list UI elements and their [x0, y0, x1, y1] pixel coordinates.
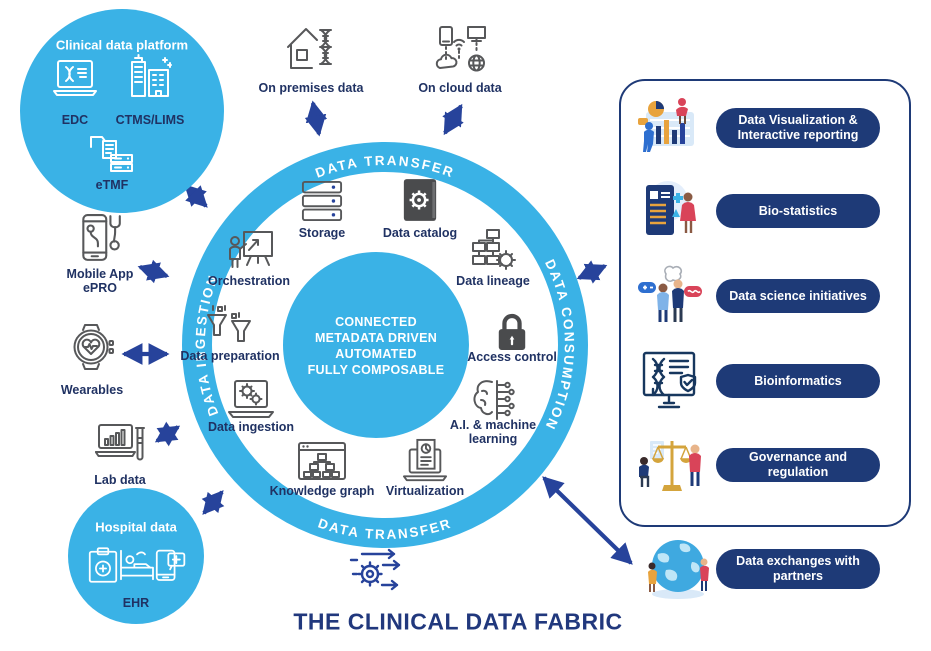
funnels-icon — [207, 305, 251, 342]
clipboard-cross-icon — [88, 547, 118, 583]
core-line-4: FULLY COMPOSABLE — [307, 363, 445, 377]
folder-documents-icon — [90, 136, 133, 172]
laptop-report-icon — [402, 438, 448, 482]
edc-label: EDC — [61, 113, 89, 127]
clinician-report-illustration — [646, 181, 696, 235]
core-line-2: METADATA DRIVEN — [314, 331, 438, 345]
access-control-label: Access control — [467, 350, 557, 364]
server-stack-icon — [301, 180, 343, 222]
people-dashboard-illustration — [638, 98, 694, 152]
data-fabric-ring — [182, 142, 588, 548]
smartwatch-heart-icon — [73, 324, 114, 370]
ai-ml-label: A.I. & machine learning — [449, 418, 537, 446]
hospital-building-icon — [131, 54, 172, 97]
clinical-data-platform-circle: Clinical data platform EDC CTMS/LIMS eTM… — [20, 9, 224, 213]
platform-title: Clinical data platform — [55, 37, 189, 53]
on-cloud-label: On cloud data — [418, 81, 502, 95]
catalog-book-icon — [403, 179, 437, 221]
etmf-label: eTMF — [95, 178, 129, 192]
bio-statistics-pill-label: Bio-statistics — [758, 203, 838, 218]
brain-circuit-icon — [473, 380, 515, 420]
data-ingestion-label: Data ingestion — [207, 420, 295, 434]
gear-flow-arrows-icon — [349, 548, 401, 591]
laptop-chromosome-icon — [53, 60, 97, 96]
data-visualization-pill-label: Data Visualization & Interactive reporti… — [737, 113, 859, 142]
arrow-ring-partners — [542, 476, 633, 565]
browser-tree-icon — [298, 442, 346, 480]
core-line-1: CONNECTED — [335, 315, 417, 329]
arrow-hospital-ring — [201, 490, 225, 515]
ehr-label: EHR — [122, 596, 150, 610]
laptop-gears-icon — [228, 380, 274, 418]
devices-cloud-icon — [435, 26, 486, 72]
data-preparation-label: Data preparation — [180, 349, 280, 363]
phone-stethoscope-icon — [82, 214, 121, 261]
bioinformatics-pill-label: Bioinformatics — [754, 373, 842, 388]
storage-label: Storage — [298, 226, 346, 240]
laptop-testtube-icon — [95, 424, 145, 461]
globe-people-illustration — [648, 540, 709, 599]
people-scale-illustration — [639, 441, 701, 491]
governance-pill-label: Governance and regulation — [749, 450, 847, 479]
knowledge-graph-label: Knowledge graph — [269, 484, 375, 498]
arrow-premises-ring — [304, 100, 328, 137]
hospital-title: Hospital data — [95, 519, 177, 535]
hospital-data-circle: Hospital data EHR — [68, 488, 204, 624]
data-catalog-label: Data catalog — [382, 226, 458, 240]
connection-arrows — [121, 100, 633, 565]
hierarchy-gear-icon — [472, 229, 516, 270]
bioinformatics-pill: Bioinformatics — [716, 364, 880, 398]
phone-medical-icon — [155, 549, 186, 581]
house-dna-icon — [287, 28, 332, 69]
data-science-pill-label: Data science initiatives — [729, 288, 867, 303]
lab-data-label: Lab data — [94, 473, 146, 487]
wearables-label: Wearables — [60, 383, 124, 397]
governance-pill: Governance and regulation — [716, 448, 880, 482]
arrow-platform-ring — [184, 184, 208, 208]
arrow-cloud-ring — [442, 103, 464, 136]
arrow-mobile-ring — [137, 259, 170, 284]
virtualization-label: Virtualization — [385, 484, 465, 498]
patient-bed-icon — [120, 549, 154, 581]
partners-pill-label: Data exchanges with partners — [736, 554, 860, 583]
core-line-3: AUTOMATED — [335, 347, 417, 361]
data-lineage-label: Data lineage — [456, 274, 530, 288]
people-chat-illustration — [638, 265, 702, 322]
on-premises-label: On premises data — [258, 81, 364, 95]
data-visualization-pill: Data Visualization & Interactive reporti… — [716, 108, 880, 148]
presenter-chart-icon — [229, 231, 273, 268]
partners-pill: Data exchanges with partners — [716, 549, 880, 589]
core-statement: CONNECTED METADATA DRIVEN AUTOMATED FULL… — [291, 314, 461, 378]
arrow-lab-ring — [154, 421, 181, 447]
ctms-lims-label: CTMS/LIMS — [115, 113, 185, 127]
mobile-app-epro-label: Mobile App ePRO — [66, 267, 134, 295]
arrow-ring-panel — [576, 260, 608, 284]
padlock-icon — [498, 313, 526, 350]
bio-statistics-pill: Bio-statistics — [716, 194, 880, 228]
diagram-title: THE CLINICAL DATA FABRIC — [293, 608, 623, 635]
monitor-dna-shield-icon — [642, 351, 697, 409]
data-science-pill: Data science initiatives — [716, 279, 880, 313]
core-circle — [283, 252, 469, 438]
orchestration-label: Orchestration — [208, 274, 290, 288]
